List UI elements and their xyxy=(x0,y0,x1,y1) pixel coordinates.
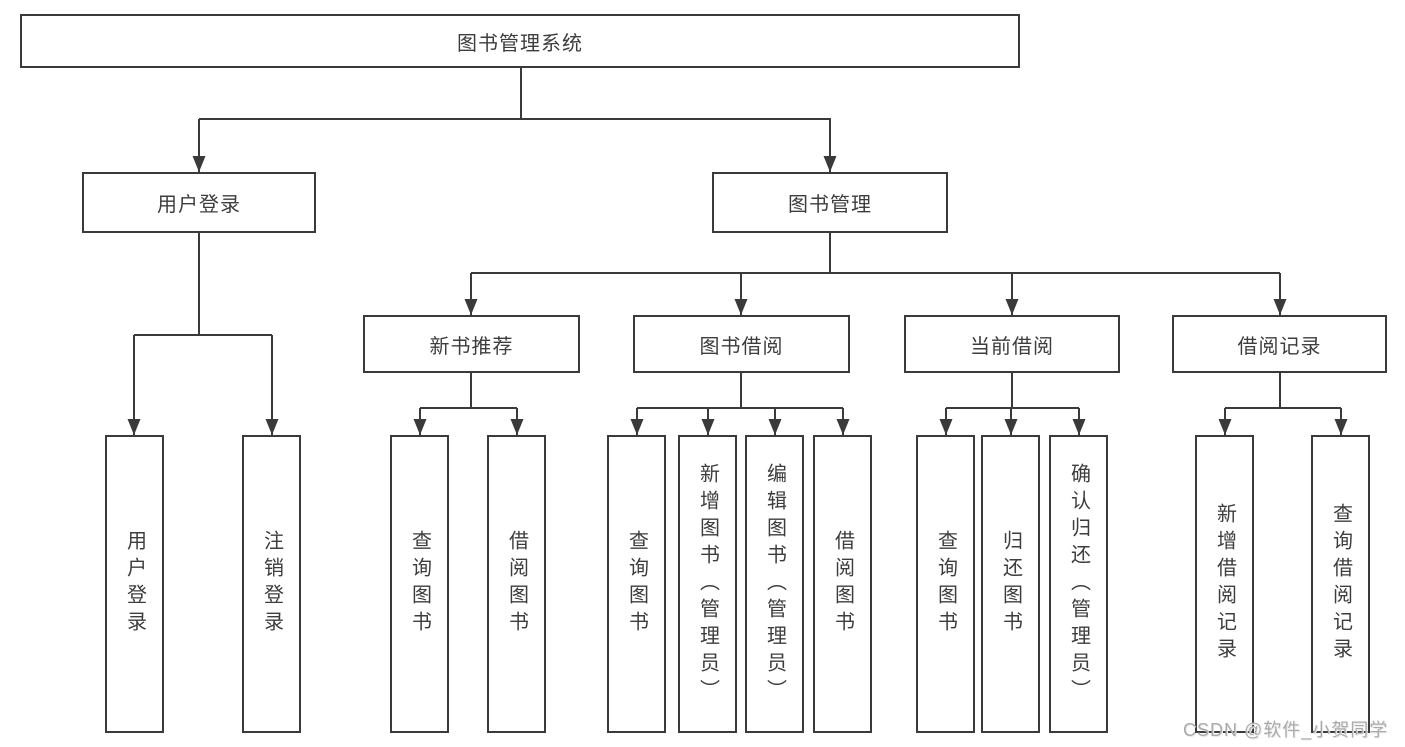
leaf-label: 查询图书 xyxy=(408,530,431,638)
leaf-label: 新增图书（管理员） xyxy=(696,462,719,706)
leaf-edit-books-admin: 编辑图书（管理员） xyxy=(745,435,804,733)
csdn-watermark: CSDN @软件_小贺同学 xyxy=(1183,720,1389,740)
leaf-add-borrow-record: 新增借阅记录 xyxy=(1195,435,1254,733)
leaf-query-books-1: 查询图书 xyxy=(390,435,449,733)
node-user-login: 用户登录 xyxy=(82,172,316,233)
leaf-logout: 注销登录 xyxy=(242,435,301,733)
leaf-confirm-return-admin: 确认归还（管理员） xyxy=(1049,435,1108,733)
leaf-label: 新增借阅记录 xyxy=(1213,503,1236,665)
leaf-return-books: 归还图书 xyxy=(981,435,1040,733)
node-book-borrowing: 图书借阅 xyxy=(633,315,850,373)
leaf-borrow-books-2: 借阅图书 xyxy=(813,435,872,733)
leaf-label: 借阅图书 xyxy=(831,530,854,638)
leaf-label: 查询图书 xyxy=(625,530,648,638)
leaf-label: 查询图书 xyxy=(934,530,957,638)
leaf-query-borrow-record: 查询借阅记录 xyxy=(1311,435,1370,733)
node-borrowing-records: 借阅记录 xyxy=(1172,315,1387,373)
leaf-query-books-2: 查询图书 xyxy=(607,435,666,733)
leaf-label: 查询借阅记录 xyxy=(1329,503,1352,665)
leaf-label: 编辑图书（管理员） xyxy=(763,462,786,706)
leaf-label: 确认归还（管理员） xyxy=(1067,462,1090,706)
leaf-user-login: 用户登录 xyxy=(105,435,164,733)
leaf-label: 注销登录 xyxy=(260,530,283,638)
node-book-management: 图书管理 xyxy=(712,172,948,233)
node-library-system: 图书管理系统 xyxy=(20,14,1020,68)
node-current-borrowing: 当前借阅 xyxy=(904,315,1120,373)
node-new-book-recommend: 新书推荐 xyxy=(363,315,580,373)
leaf-label: 归还图书 xyxy=(999,530,1022,638)
leaf-label: 用户登录 xyxy=(123,530,146,638)
leaf-label: 借阅图书 xyxy=(505,530,528,638)
leaf-borrow-books-1: 借阅图书 xyxy=(487,435,546,733)
leaf-query-books-3: 查询图书 xyxy=(916,435,975,733)
leaf-add-books-admin: 新增图书（管理员） xyxy=(678,435,737,733)
